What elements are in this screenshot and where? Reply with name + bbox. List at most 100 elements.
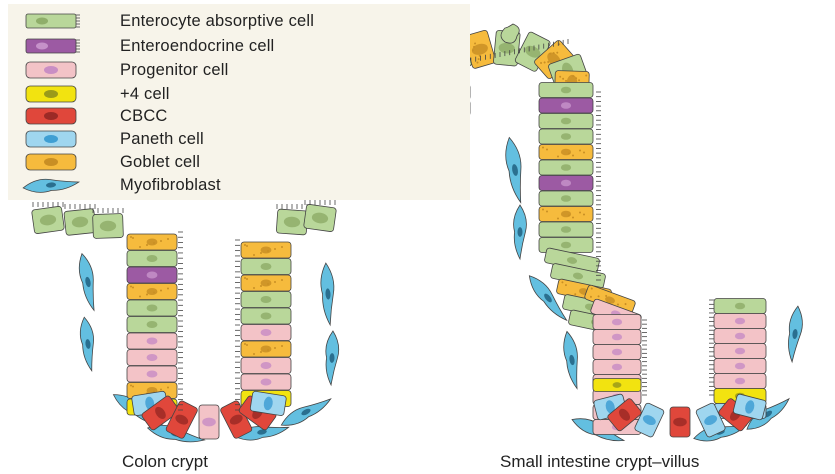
goblet-granule — [274, 248, 276, 250]
goblet-nucleus — [147, 288, 158, 295]
goblet-granule — [146, 294, 148, 296]
enterocyte-cell — [241, 308, 291, 324]
enterocyte-cell — [539, 222, 593, 237]
goblet-granule — [246, 245, 248, 247]
goblet-granule — [244, 277, 246, 279]
goblet-granule — [579, 212, 581, 214]
swatch-nucleus — [44, 135, 58, 143]
progenitor-nucleus — [147, 337, 158, 344]
progenitor-cell — [593, 330, 641, 345]
goblet-granule — [160, 290, 162, 292]
goblet-granule — [253, 254, 255, 256]
enterocyte-nucleus — [561, 195, 571, 202]
legend-label-paneth: Paneth cell — [120, 130, 204, 149]
legend-label-plus4: +4 cell — [120, 85, 170, 104]
swatch-nucleus — [44, 90, 58, 98]
progenitor-nucleus — [147, 370, 158, 377]
goblet-cell — [127, 284, 177, 300]
goblet-granule — [160, 389, 162, 391]
progenitor-nucleus — [735, 363, 745, 370]
cbcc-swatch-icon — [22, 107, 80, 125]
myofibroblast-swatch-icon — [22, 176, 80, 194]
progenitor-nucleus — [261, 362, 272, 369]
progenitor-nucleus — [612, 319, 622, 326]
progenitor-nucleus — [612, 349, 622, 356]
swatch-body — [26, 14, 76, 28]
myofibroblast-cell — [76, 252, 101, 311]
enterocyte-cell — [303, 204, 336, 232]
enterocyte-cell — [714, 299, 766, 314]
enterocyte-cell — [241, 259, 291, 275]
goblet-granule — [546, 149, 548, 151]
enterocyte-cell — [539, 160, 593, 175]
progenitor-nucleus — [612, 334, 622, 341]
legend-item-goblet: Goblet cell — [22, 151, 200, 173]
progenitor-cell — [593, 345, 641, 360]
goblet-granule — [260, 252, 262, 254]
enterocyte-swatch — [26, 14, 80, 28]
enterocyte-cell — [127, 300, 177, 316]
goblet-granule — [583, 214, 585, 216]
enterocyte-cell — [64, 208, 96, 235]
goblet-granule — [253, 353, 255, 355]
progenitor-nucleus — [612, 364, 622, 371]
paneth-swatch — [26, 131, 76, 147]
enterocyte-swatch-icon — [22, 12, 80, 30]
myofibroblast-cell — [78, 316, 98, 371]
goblet-granule — [274, 281, 276, 283]
myofibroblast-cell — [561, 330, 584, 389]
goblet-granule — [139, 296, 141, 298]
progenitor-cell — [127, 333, 177, 349]
enterocyte-cell — [539, 83, 593, 98]
progenitor-nucleus — [261, 378, 272, 385]
myofibroblast-cell — [319, 263, 336, 326]
progenitor-cell — [199, 405, 219, 439]
goblet-granule — [542, 147, 544, 149]
goblet-granule — [139, 246, 141, 248]
progenitor-nucleus — [147, 354, 158, 361]
goblet-granule — [167, 387, 169, 389]
legend-item-cbcc: CBCC — [22, 105, 168, 127]
goblet-granule — [130, 286, 132, 288]
enterocyte-nucleus — [147, 255, 158, 262]
enterocyte-cell — [127, 251, 177, 267]
enteroendocrine-nucleus — [147, 271, 158, 278]
paneth-swatch-icon — [22, 130, 80, 148]
goblet-cell — [127, 234, 177, 250]
enterocyte-nucleus — [561, 226, 571, 233]
enterocyte-nucleus — [561, 133, 571, 140]
enterocyte-nucleus — [261, 296, 272, 303]
progenitor-cell — [241, 374, 291, 390]
enterocyte-cell — [93, 213, 124, 238]
plus4-nucleus — [613, 382, 622, 388]
swatch-nucleus — [44, 158, 58, 166]
goblet-granule — [281, 345, 283, 347]
swatch-nucleus — [36, 18, 48, 25]
enterocyte-cell — [539, 114, 593, 129]
colon-crypt-caption: Colon crypt — [122, 452, 208, 472]
goblet-granule — [244, 244, 246, 246]
enterocyte-cell — [276, 209, 308, 235]
goblet-granule — [274, 347, 276, 349]
progenitor-cell — [241, 358, 291, 374]
progenitor-cell — [714, 359, 766, 374]
plus4-swatch-icon — [22, 85, 80, 103]
progenitor-cell — [593, 315, 641, 330]
enterocyte-nucleus — [561, 164, 571, 171]
goblet-granule — [572, 217, 574, 219]
cbcc-swatch — [26, 108, 76, 124]
progenitor-nucleus — [735, 333, 745, 340]
progenitor-cell — [593, 360, 641, 375]
goblet-nucleus — [561, 149, 571, 156]
enterocyte-nucleus — [561, 118, 571, 125]
small-intestine-caption: Small intestine crypt–villus — [500, 452, 699, 472]
progenitor-cell — [714, 344, 766, 359]
goblet-granule — [167, 238, 169, 240]
enterocyte-cell — [539, 129, 593, 144]
goblet-nucleus — [561, 211, 571, 218]
progenitor-nucleus — [202, 418, 216, 427]
enteroendocrine-nucleus — [561, 102, 571, 109]
goblet-granule — [579, 150, 581, 152]
myofibroblast-cell — [786, 305, 805, 362]
myofibroblast-cell — [514, 205, 527, 259]
